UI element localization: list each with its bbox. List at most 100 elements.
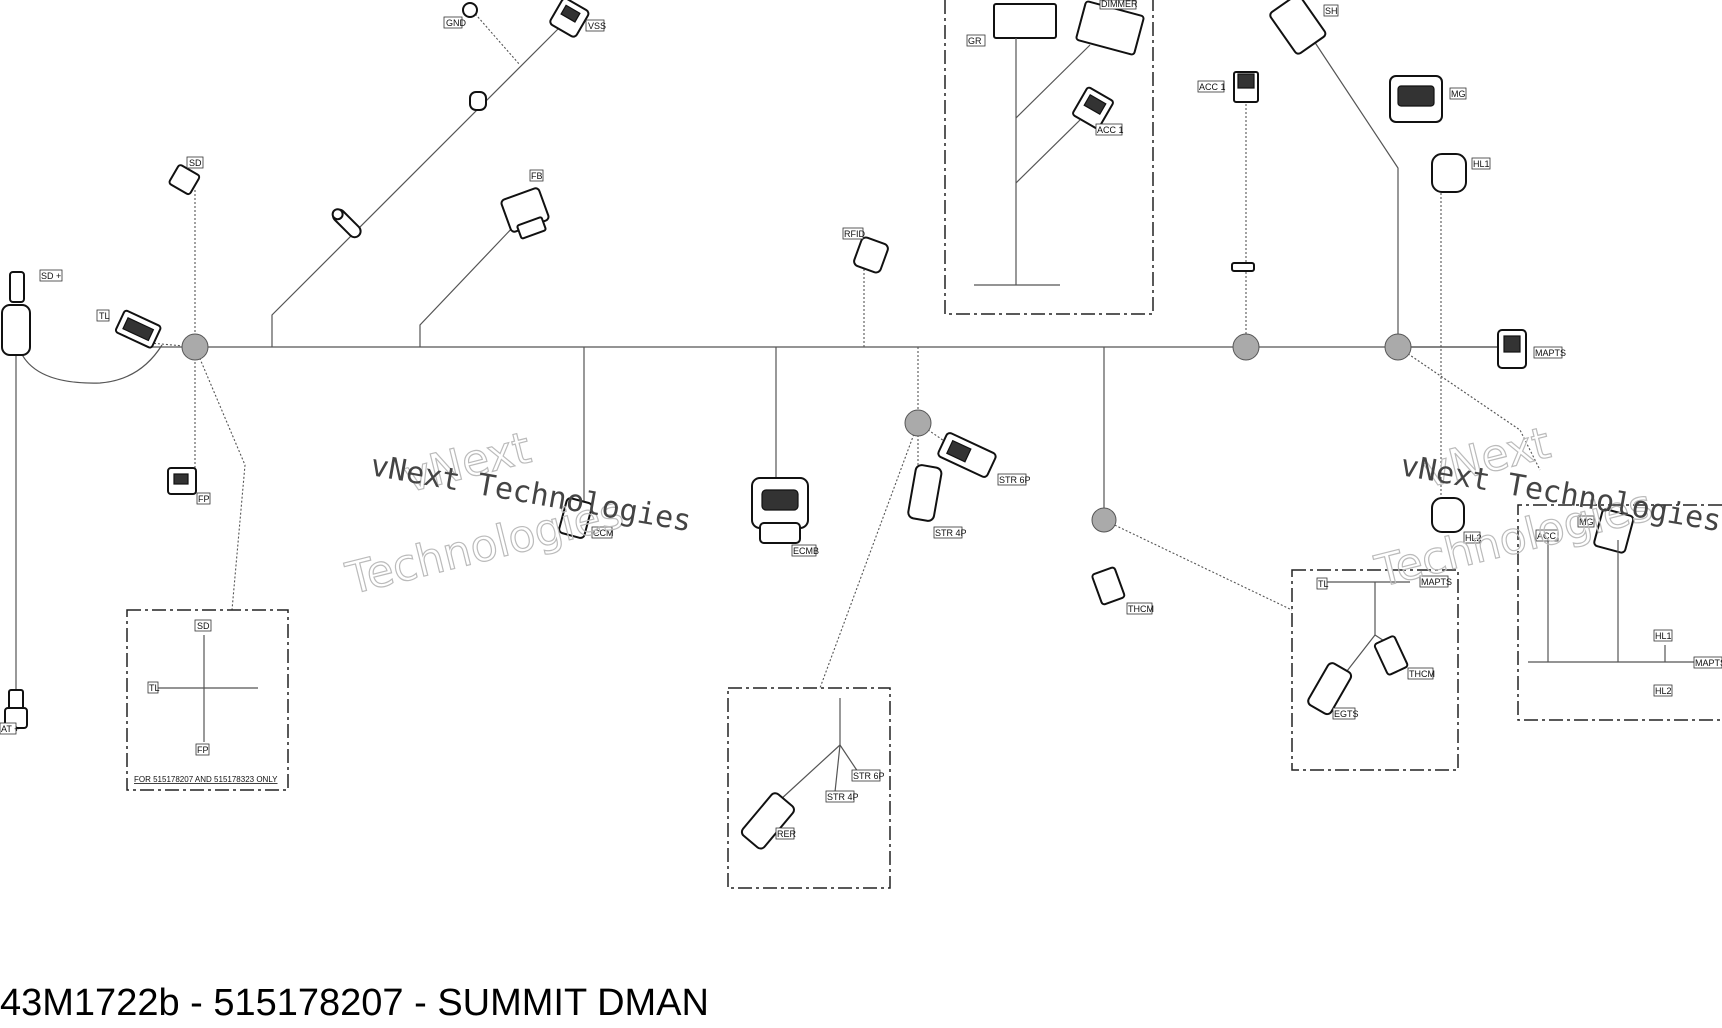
tl-connector-icon bbox=[114, 309, 162, 349]
svg-text:CCM: CCM bbox=[593, 528, 614, 538]
inset-sd-tag-fp: FP bbox=[195, 743, 210, 756]
fuse-icon bbox=[1231, 262, 1255, 272]
svg-text:HL1: HL1 bbox=[1473, 159, 1490, 169]
svg-text:SD: SD bbox=[189, 158, 202, 168]
bat-connector-icon bbox=[4, 689, 28, 729]
svg-text:VSS: VSS bbox=[588, 21, 606, 31]
vss-branch bbox=[271, 21, 566, 347]
svg-text:ECMB: ECMB bbox=[793, 546, 819, 556]
svg-text:FP: FP bbox=[197, 745, 209, 755]
tag-mapts: MAPTS bbox=[1533, 346, 1566, 359]
sd-connector-icon bbox=[168, 164, 201, 196]
vss-connector-icon bbox=[549, 0, 590, 38]
tag-hl2: HL2 bbox=[1463, 531, 1482, 544]
tag-ccm: CCM bbox=[591, 526, 614, 539]
str4p-connector-icon bbox=[907, 464, 943, 522]
ccm-connector-icon bbox=[558, 497, 593, 539]
hl2-connector-icon bbox=[1431, 497, 1465, 533]
svg-text:MG: MG bbox=[1451, 89, 1466, 99]
inset-rer-tag-str4p: STR 4P bbox=[825, 790, 859, 803]
inset-acc-tag-hl1: HL1 bbox=[1653, 629, 1673, 642]
gnd-ring-icon bbox=[462, 2, 478, 18]
svg-text:ACC: ACC bbox=[1537, 531, 1557, 541]
svg-text:STR 4P: STR 4P bbox=[827, 792, 859, 802]
svg-text:FB: FB bbox=[531, 171, 543, 181]
splice-thcm bbox=[1091, 507, 1117, 533]
tag-rfid: RFID bbox=[842, 227, 865, 240]
inset-egts-tag-thcm: THCM bbox=[1407, 667, 1435, 680]
ground-eyelet-icon bbox=[331, 208, 362, 239]
inset-egts: TL MAPTS THCM EGTS bbox=[1291, 569, 1459, 771]
splice-sh bbox=[1384, 333, 1412, 361]
egts-inset-branch bbox=[1103, 519, 1293, 611]
svg-text:STR 6P: STR 6P bbox=[999, 475, 1031, 485]
tag-tl: TL bbox=[96, 309, 110, 322]
svg-text:ACC 1: ACC 1 bbox=[1097, 125, 1124, 135]
svg-text:THCM: THCM bbox=[1128, 604, 1154, 614]
sd-inset-branch bbox=[194, 346, 246, 611]
svg-text:SH: SH bbox=[1325, 6, 1338, 16]
inset-sd-tag-sd: SD bbox=[194, 619, 212, 632]
tag-str4p: STR 4P bbox=[933, 526, 967, 539]
mg-connector-icon bbox=[1389, 75, 1443, 123]
svg-text:HL2: HL2 bbox=[1655, 686, 1672, 696]
tag-sd-plus: SD + bbox=[39, 269, 63, 282]
tag-acc1-box: ACC 1 bbox=[1095, 123, 1124, 136]
svg-text:HL2: HL2 bbox=[1465, 533, 1482, 543]
tag-str6p: STR 6P bbox=[997, 473, 1031, 486]
tag-dimmer: DIMMER bbox=[1099, 0, 1138, 10]
diagram-title: 43M1722b - 515178207 - SUMMIT DMAN bbox=[0, 982, 709, 1024]
svg-text:RFID: RFID bbox=[844, 229, 865, 239]
splice-str bbox=[904, 409, 932, 437]
svg-text:EGTS: EGTS bbox=[1334, 709, 1359, 719]
tag-gr: GR bbox=[966, 34, 986, 47]
splice-acc1 bbox=[1232, 333, 1260, 361]
tag-bat-plus: AT + bbox=[0, 722, 19, 735]
acc1-top-connector-icon bbox=[1233, 71, 1259, 103]
tag-sh: SH bbox=[1323, 4, 1339, 17]
svg-text:HL1: HL1 bbox=[1655, 631, 1672, 641]
svg-text:GR: GR bbox=[968, 36, 982, 46]
rfid-connector-icon bbox=[853, 236, 889, 274]
fb-branch bbox=[419, 224, 516, 347]
hl1-connector-icon bbox=[1431, 153, 1467, 193]
svg-text:ACC 1: ACC 1 bbox=[1199, 82, 1226, 92]
svg-text:RER: RER bbox=[777, 829, 797, 839]
tag-hl1: HL1 bbox=[1471, 157, 1491, 170]
svg-text:TL: TL bbox=[1318, 579, 1329, 589]
fp-connector-icon bbox=[167, 467, 197, 495]
tag-ecmb: ECMB bbox=[791, 544, 819, 557]
inset-acc-tag-mapts: MAPTS bbox=[1693, 656, 1722, 669]
inset-egts-thcm-icon bbox=[1373, 635, 1409, 676]
svg-text:MAPTS: MAPTS bbox=[1535, 348, 1566, 358]
tag-fp: FP bbox=[196, 492, 211, 505]
mapts-connector-icon bbox=[1497, 329, 1527, 369]
gnd-branch bbox=[469, 7, 521, 66]
tag-thcm: THCM bbox=[1126, 602, 1154, 615]
inset-acc: HL1 MAPTS HL2 bbox=[1517, 504, 1722, 721]
tag-sd: SD bbox=[186, 156, 204, 169]
inset-sd-note: FOR 515178207 AND 515178323 ONLY bbox=[134, 775, 278, 784]
inset-egts-tag-mapts: MAPTS bbox=[1419, 575, 1452, 588]
mg2-connector-icon bbox=[1593, 508, 1635, 554]
str6p-connector-icon bbox=[937, 432, 997, 478]
inset-egts-tag-egts: EGTS bbox=[1332, 707, 1359, 720]
inset-rer-tag-rer: RER bbox=[775, 827, 797, 840]
tag-mg2: MG bbox=[1577, 515, 1595, 528]
sd-plus-connector-icon bbox=[1, 271, 31, 356]
inset-sd: SD TL FP FOR 515178207 AND 515178323 ONL… bbox=[126, 609, 289, 791]
egts-connector-icon bbox=[1307, 662, 1353, 716]
tag-mg: MG bbox=[1449, 87, 1467, 100]
inset-rer: STR 6P STR 4P RER bbox=[727, 687, 891, 889]
svg-text:TL: TL bbox=[99, 311, 110, 321]
sh-connector-icon bbox=[1269, 0, 1327, 55]
clip-icon bbox=[469, 91, 487, 111]
rer-connector-icon bbox=[740, 792, 795, 850]
svg-text:MAPTS: MAPTS bbox=[1695, 658, 1722, 668]
inset-egts-tag-tl: TL bbox=[1316, 577, 1329, 590]
svg-text:FP: FP bbox=[198, 494, 210, 504]
splice-1 bbox=[181, 333, 209, 361]
tag-fb: FB bbox=[529, 169, 544, 182]
ecmb-connector-icon bbox=[751, 477, 809, 544]
tag-acc: ACC bbox=[1535, 529, 1559, 542]
